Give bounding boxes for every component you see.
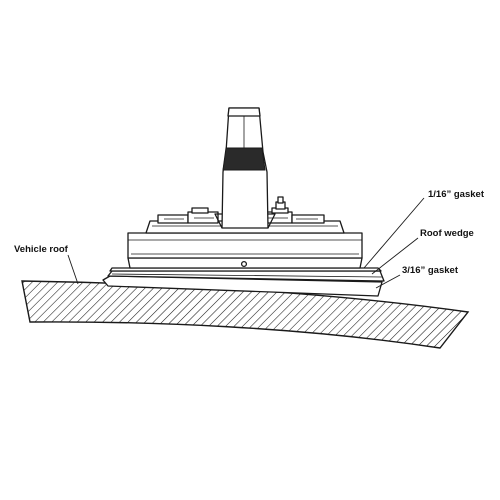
roof-wedge-label: Roof wedge <box>420 228 474 239</box>
roof-wedge-leader <box>371 237 419 275</box>
vehicle-roof-leader <box>67 254 79 285</box>
gasket-thick-leader <box>375 274 401 289</box>
gasket-thick-label: 3/16” gasket <box>402 265 459 276</box>
base-screw <box>240 260 248 268</box>
gasket-thick <box>102 275 383 297</box>
gasket-thin-leader <box>363 197 425 269</box>
vehicle-roof-label: Vehicle roof <box>14 244 69 255</box>
gasket-thin-label: 1/16” gasket <box>428 189 485 200</box>
